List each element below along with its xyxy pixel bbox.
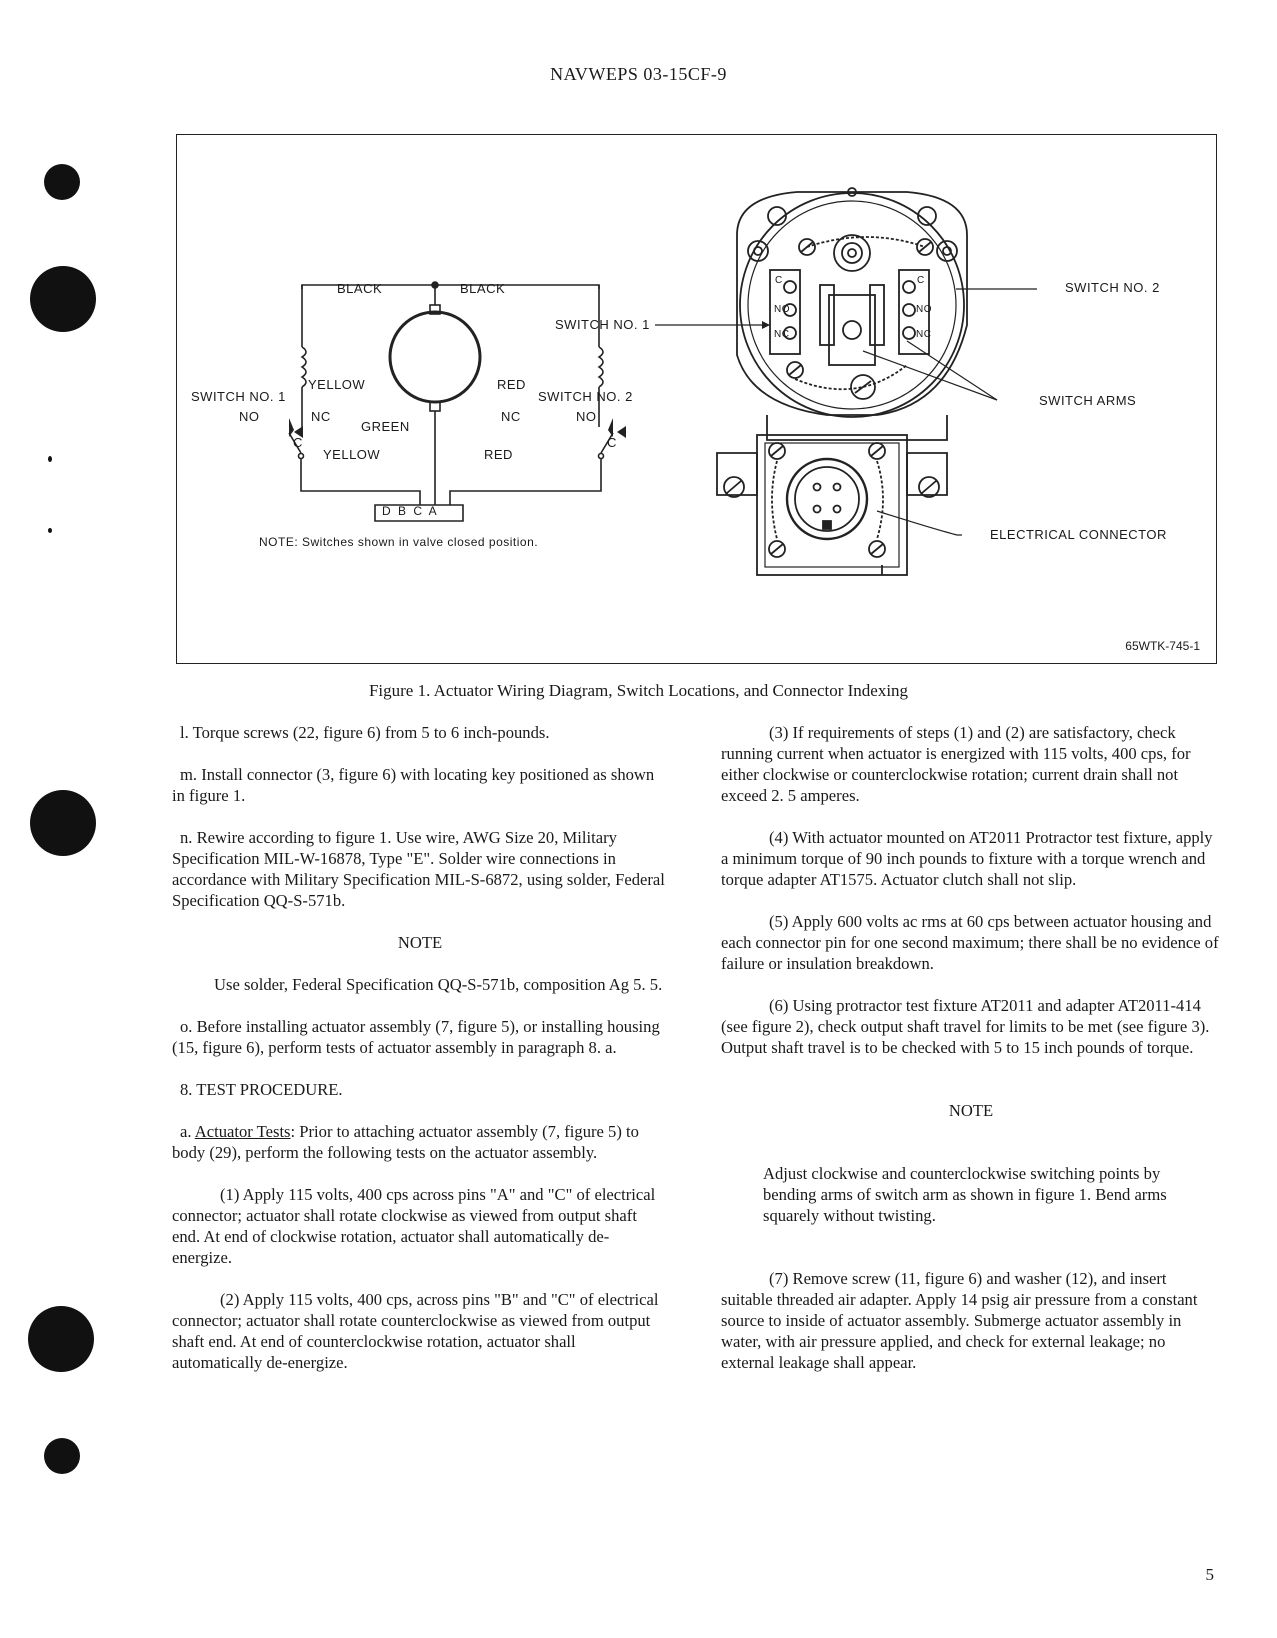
actuator-mark-no-left: NO — [774, 304, 790, 315]
test-step-2: (2) Apply 115 volts, 400 cps, across pin… — [172, 1290, 659, 1372]
label-yellow-bottom: YELLOW — [323, 447, 381, 462]
callout-switch-arms: SWITCH ARMS — [1039, 393, 1137, 408]
test-step-6: (6) Using protractor test fixture AT2011… — [721, 996, 1210, 1057]
actuator-tests-prefix: a. — [180, 1122, 195, 1141]
actuator-mark-nc-left: NC — [774, 329, 790, 340]
step-n: n. Rewire according to figure 1. Use wir… — [172, 828, 665, 910]
binder-hole — [44, 1438, 80, 1474]
callout-electrical-connector: ELECTRICAL CONNECTOR — [990, 527, 1167, 542]
test-step-3: (3) If requirements of steps (1) and (2)… — [721, 723, 1191, 805]
note-body-right: Adjust clockwise and counterclockwise sw… — [763, 1164, 1167, 1225]
actuator-mark-nc-right: NC — [916, 329, 932, 340]
label-yellow-top: YELLOW — [308, 377, 366, 392]
label-nc-right: NC — [501, 409, 521, 424]
actuator-tests-text: : Prior to attaching actuator assembly (… — [172, 1122, 639, 1162]
label-red-top: RED — [497, 377, 526, 392]
section-heading: 8. TEST PROCEDURE. — [180, 1080, 343, 1099]
actuator-mark-no-right: NO — [916, 304, 932, 315]
note-body: Use solder, Federal Specification QQ-S-5… — [214, 975, 663, 994]
label-c-right: C — [607, 435, 617, 450]
actuator-tests-label: Actuator Tests — [194, 1122, 291, 1141]
note-heading-right: NOTE — [948, 1101, 994, 1120]
label-switch-1-left: SWITCH NO. 1 — [191, 389, 286, 404]
binder-hole — [28, 1306, 94, 1372]
page-number: 5 — [1205, 1565, 1215, 1584]
label-no-right: NO — [576, 409, 597, 424]
label-red-bottom: RED — [484, 447, 513, 462]
left-column: l. Torque screws (22, figure 6) from 5 t… — [172, 722, 668, 1394]
test-step-5: (5) Apply 600 volts ac rms at 60 cps bet… — [721, 912, 1219, 973]
connector-pin-labels: D B C A — [382, 504, 439, 518]
document-number: NAVWEPS 03-15CF-9 — [550, 64, 727, 84]
test-step-7: (7) Remove screw (11, figure 6) and wash… — [721, 1269, 1198, 1372]
figure-caption: Figure 1. Actuator Wiring Diagram, Switc… — [368, 681, 909, 700]
binder-hole — [30, 790, 96, 856]
label-black-right: BLACK — [460, 281, 506, 296]
label-no-left: NO — [239, 409, 260, 424]
test-step-4: (4) With actuator mounted on AT2011 Prot… — [721, 828, 1213, 889]
label-switch-2-right: SWITCH NO. 2 — [538, 389, 633, 404]
step-l: l. Torque screws (22, figure 6) from 5 t… — [180, 723, 550, 742]
speck — [48, 528, 52, 533]
label-black-left: BLACK — [337, 281, 383, 296]
note-heading: NOTE — [397, 933, 443, 952]
figure-code: 65WTK-745-1 — [1125, 639, 1200, 653]
label-nc-left: NC — [311, 409, 331, 424]
label-green: GREEN — [361, 419, 410, 434]
test-step-1: (1) Apply 115 volts, 400 cps across pins… — [172, 1185, 656, 1267]
right-column: (3) If requirements of steps (1) and (2)… — [721, 722, 1221, 1394]
binder-hole — [44, 164, 80, 200]
speck — [48, 456, 52, 462]
label-switch-1-wiring: SWITCH NO. 1 — [555, 317, 650, 332]
wiring-note: NOTE: Switches shown in valve closed pos… — [259, 535, 539, 549]
actuator-tests-intro: a. Actuator Tests: Prior to attaching ac… — [172, 1121, 668, 1163]
wiring-diagram — [288, 187, 1037, 576]
actuator-mark-c-right: C — [917, 275, 925, 286]
binder-hole — [30, 266, 96, 332]
step-o: o. Before installing actuator assembly (… — [172, 1017, 660, 1057]
callout-switch-2: SWITCH NO. 2 — [1065, 280, 1160, 295]
figure-1: BLACK BLACK SWITCH NO. 1 YELLOW RED SWIT… — [176, 134, 1217, 664]
step-m: m. Install connector (3, figure 6) with … — [172, 765, 655, 805]
actuator-mark-c-left: C — [775, 275, 783, 286]
label-c-left: C — [293, 435, 303, 450]
